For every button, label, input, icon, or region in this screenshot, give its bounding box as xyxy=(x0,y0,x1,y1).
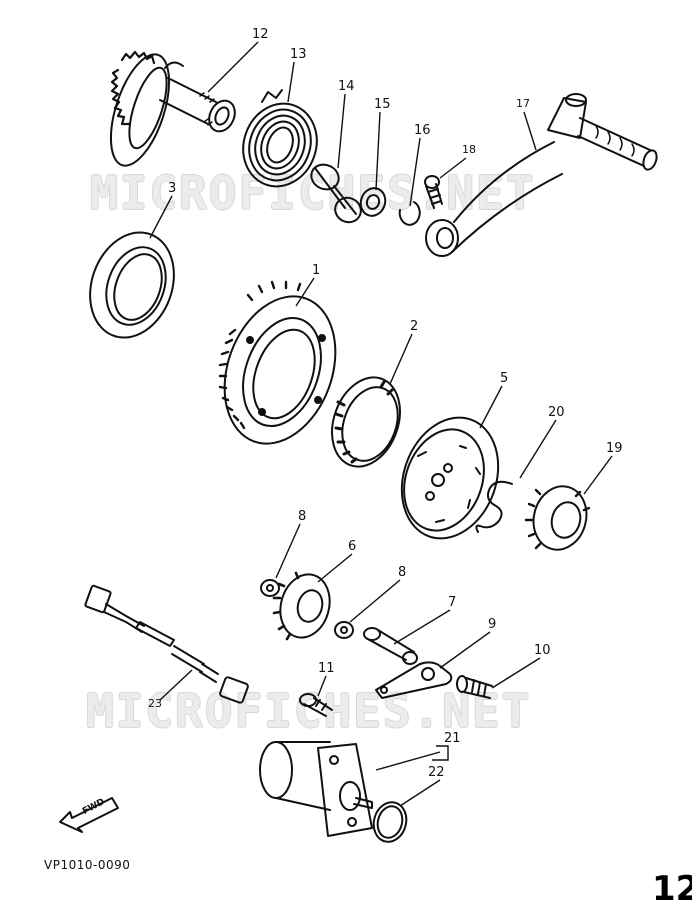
callout-2: 2 xyxy=(410,319,419,334)
callout-19: 19 xyxy=(606,441,623,456)
pinch-bolt xyxy=(424,175,443,209)
callout-8-upper: 8 xyxy=(298,509,307,524)
leader-23 xyxy=(159,669,193,701)
leader-1 xyxy=(295,277,315,307)
page-number-fragment: 12 xyxy=(652,869,692,909)
leader-10 xyxy=(491,657,541,689)
reduction-gear xyxy=(272,571,331,641)
leader-21 xyxy=(375,745,449,771)
leader-5 xyxy=(479,385,503,429)
leader-8a xyxy=(275,523,301,579)
gear-shaft xyxy=(363,627,418,665)
leader-2 xyxy=(389,333,413,385)
starter-ring-gear xyxy=(218,280,337,445)
leader-3 xyxy=(149,195,173,239)
callout-22: 22 xyxy=(428,765,445,780)
circlip-16 xyxy=(398,201,421,226)
washer-8-upper xyxy=(260,579,280,597)
leader-17 xyxy=(523,111,537,151)
leader-19 xyxy=(583,455,613,495)
leader-12 xyxy=(207,41,259,93)
callout-13: 13 xyxy=(290,47,307,62)
idle-gear xyxy=(524,485,591,551)
callout-10: 10 xyxy=(534,643,551,658)
drawing-code: VP1010-0090 xyxy=(44,858,131,872)
torsion-spring xyxy=(242,89,318,188)
leader-6 xyxy=(317,553,353,583)
callout-11: 11 xyxy=(318,661,335,676)
callout-8-lower: 8 xyxy=(398,565,407,580)
starter-motor xyxy=(259,741,373,837)
leader-20 xyxy=(519,419,557,479)
callout-9: 9 xyxy=(488,617,497,632)
leader-15 xyxy=(375,111,381,191)
watermark-bottom: MICROFICHES.NET xyxy=(86,684,532,738)
callout-20: 20 xyxy=(548,405,565,420)
leader-22 xyxy=(399,779,441,807)
starter-lead-wire xyxy=(84,584,249,704)
callout-7: 7 xyxy=(448,595,457,610)
screw-10 xyxy=(456,675,493,699)
callout-1: 1 xyxy=(312,263,321,278)
leader-16 xyxy=(409,137,421,207)
leader-7 xyxy=(393,609,451,645)
callout-17: 17 xyxy=(516,97,530,110)
leader-18 xyxy=(439,157,467,179)
kick-start-lever xyxy=(425,93,658,257)
clutch-spring-clip xyxy=(475,480,513,533)
callout-23: 23 xyxy=(148,697,162,710)
leader-13 xyxy=(287,61,295,103)
washer-15 xyxy=(359,187,387,217)
leader-9 xyxy=(439,631,491,669)
bolt-11 xyxy=(299,693,333,717)
fwd-arrow-icon xyxy=(59,797,119,833)
callout-21: 21 xyxy=(444,731,461,746)
needle-bearing xyxy=(331,376,401,468)
callout-15: 15 xyxy=(374,97,391,112)
oil-seal-ring xyxy=(89,231,175,339)
callout-16: 16 xyxy=(414,123,431,138)
gear-plate xyxy=(375,661,453,699)
callout-12: 12 xyxy=(252,27,269,42)
spring-collar xyxy=(310,163,362,224)
callout-5: 5 xyxy=(500,371,509,386)
one-way-clutch-plate xyxy=(400,416,500,540)
washer-8-lower xyxy=(334,621,354,639)
o-ring xyxy=(372,801,408,843)
callout-3: 3 xyxy=(168,181,177,196)
callout-6: 6 xyxy=(348,539,357,554)
callout-14: 14 xyxy=(338,79,355,94)
leader-8b xyxy=(349,579,401,623)
kick-gear-shaft xyxy=(109,50,236,167)
leader-11 xyxy=(317,675,327,697)
callout-18: 18 xyxy=(462,143,476,156)
leader-14 xyxy=(337,93,346,169)
